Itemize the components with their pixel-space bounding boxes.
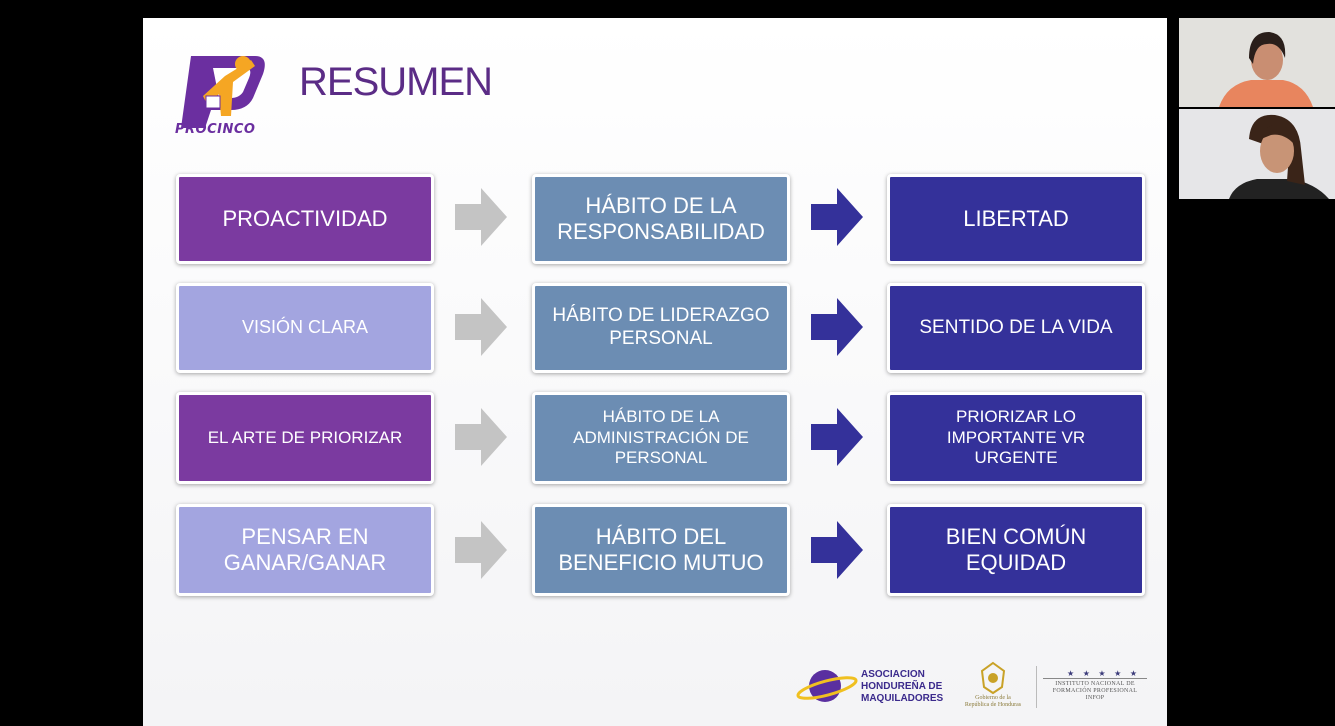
box-bien-comun: BIEN COMÚN EQUIDAD (887, 504, 1145, 596)
arrow-right-icon (455, 408, 507, 466)
box-vision-clara: VISIÓN CLARA (176, 283, 434, 373)
arrow-right-icon (811, 298, 863, 356)
gobierno-logo-text: Gobierno de la República de Honduras (964, 695, 1022, 708)
arrow-right-icon (811, 408, 863, 466)
participant-1-figure (1179, 18, 1335, 107)
box-habito-liderazgo: HÁBITO DE LIDERAZGO PERSONAL (532, 283, 790, 373)
logo-text: PROCINCO (175, 122, 256, 137)
honduras-coat-of-arms-icon (980, 661, 1006, 695)
arrow-right-icon (455, 298, 507, 356)
box-libertad: LIBERTAD (887, 174, 1145, 264)
arrow-right-icon (811, 188, 863, 246)
box-proactividad: PROACTIVIDAD (176, 174, 434, 264)
footer-divider (1036, 666, 1037, 708)
box-sentido-vida: SENTIDO DE LA VIDA (887, 283, 1145, 373)
procinco-logo (181, 56, 265, 128)
box-habito-responsabilidad: HÁBITO DE LA RESPONSABILIDAD (532, 174, 790, 264)
arrow-right-icon (455, 188, 507, 246)
arrow-right-icon (455, 521, 507, 579)
box-priorizar-importante: PRIORIZAR LO IMPORTANTE VR URGENTE (887, 392, 1145, 484)
box-habito-administracion: HÁBITO DE LA ADMINISTRACIÓN DE PERSONAL (532, 392, 790, 484)
infop-stars: ★ ★ ★ ★ ★ (1067, 669, 1141, 678)
infop-logo-text: INSTITUTO NACIONAL DE FORMACIÓN PROFESIO… (1043, 678, 1147, 702)
box-arte-priorizar: EL ARTE DE PRIORIZAR (176, 392, 434, 484)
presentation-slide: PROCINCO RESUMEN PROACTIVIDAD HÁBITO DE … (143, 18, 1167, 726)
box-ganar-ganar: PENSAR EN GANAR/GANAR (176, 504, 434, 596)
box-habito-beneficio: HÁBITO DEL BENEFICIO MUTUO (532, 504, 790, 596)
slide-title: RESUMEN (299, 60, 493, 104)
asoc-logo-text: ASOCIACION HONDUREÑA DE MAQUILADORES (861, 669, 944, 704)
participant-video-2[interactable] (1179, 109, 1335, 199)
participant-2-figure (1179, 109, 1335, 199)
arrow-right-icon (811, 521, 863, 579)
participant-video-1[interactable] (1179, 18, 1335, 107)
ahm-planet-logo (796, 670, 858, 702)
